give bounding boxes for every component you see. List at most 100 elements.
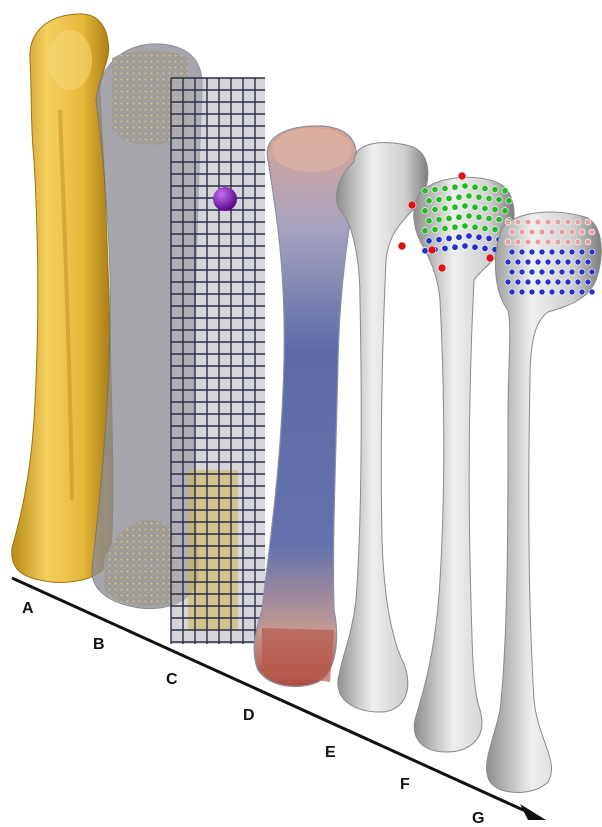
landmark-point [436, 216, 442, 222]
landmark-point [496, 216, 502, 222]
landmark-point [545, 259, 551, 265]
landmark-point [486, 215, 492, 221]
landmark-point [426, 198, 432, 204]
landmark-point [476, 194, 482, 200]
landmark-point [452, 224, 458, 230]
stage-label-a: A [22, 601, 34, 617]
landmark-point [432, 206, 438, 212]
landmark-point [476, 234, 482, 240]
landmark-point [539, 229, 545, 235]
landmark-point-red [398, 242, 406, 250]
bone-c-voxel-grid [171, 78, 265, 644]
landmark-point [486, 195, 492, 201]
landmark-point [432, 226, 438, 232]
landmark-point [442, 245, 448, 251]
bone-e-surface [336, 143, 427, 712]
landmark-point [452, 204, 458, 210]
landmark-point [535, 219, 541, 225]
landmark-point [492, 206, 498, 212]
landmark-point [589, 249, 595, 255]
landmark-point [565, 279, 571, 285]
landmark-point [515, 279, 521, 285]
stage-label-f: F [400, 777, 410, 793]
landmark-point [482, 185, 488, 191]
landmark-point [456, 214, 462, 220]
landmark-point [569, 269, 575, 275]
landmark-point [422, 188, 428, 194]
landmark-point [549, 249, 555, 255]
landmark-point [446, 195, 452, 201]
landmark-point [505, 259, 511, 265]
landmark-point [436, 236, 442, 242]
landmark-point [579, 229, 585, 235]
landmark-point [575, 239, 581, 245]
landmark-point [502, 188, 508, 194]
landmark-point [589, 289, 595, 295]
landmark-point [575, 219, 581, 225]
landmark-point [569, 289, 575, 295]
landmark-point [462, 183, 468, 189]
landmark-point [486, 235, 492, 241]
landmark-point [509, 249, 515, 255]
landmark-point [505, 219, 511, 225]
landmark-point [422, 228, 428, 234]
landmark-point [555, 219, 561, 225]
landmark-point [529, 249, 535, 255]
landmark-point [496, 196, 502, 202]
landmark-point [525, 279, 531, 285]
landmark-point [529, 269, 535, 275]
landmark-point [462, 243, 468, 249]
landmark-point [555, 259, 561, 265]
stage-label-d: D [243, 708, 255, 724]
landmark-point [482, 205, 488, 211]
stage-label-b: B [93, 637, 105, 653]
landmark-point [559, 289, 565, 295]
landmark-point [446, 215, 452, 221]
landmark-point [422, 248, 428, 254]
landmark-point [506, 198, 512, 204]
landmark-point [585, 279, 591, 285]
landmark-point [442, 205, 448, 211]
landmark-point [539, 269, 545, 275]
landmark-point [505, 279, 511, 285]
landmark-point [569, 249, 575, 255]
landmark-point [472, 204, 478, 210]
landmark-point [466, 193, 472, 199]
landmark-point [456, 234, 462, 240]
landmark-point [482, 245, 488, 251]
landmark-point [529, 289, 535, 295]
landmark-point [579, 289, 585, 295]
landmark-point [452, 244, 458, 250]
landmark-point [519, 229, 525, 235]
landmark-point [559, 269, 565, 275]
landmark-point [456, 194, 462, 200]
landmark-point [575, 279, 581, 285]
landmark-point [539, 289, 545, 295]
landmark-point [472, 244, 478, 250]
landmark-point [462, 203, 468, 209]
landmark-point [539, 249, 545, 255]
landmark-point [555, 279, 561, 285]
landmark-point [432, 186, 438, 192]
landmark-point [579, 249, 585, 255]
landmark-point [426, 238, 432, 244]
landmark-point [585, 259, 591, 265]
landmark-point [529, 229, 535, 235]
sphere-marker [213, 187, 237, 211]
landmark-point [509, 269, 515, 275]
landmark-point [502, 208, 508, 214]
landmark-point-red [438, 264, 446, 272]
landmark-point [549, 269, 555, 275]
landmark-point [519, 249, 525, 255]
landmark-point-red [408, 201, 416, 209]
landmark-point [519, 269, 525, 275]
landmark-point [559, 229, 565, 235]
landmark-point [545, 219, 551, 225]
landmark-point [442, 225, 448, 231]
landmark-point [525, 219, 531, 225]
landmark-point [555, 239, 561, 245]
landmark-point [585, 239, 591, 245]
landmark-point [492, 186, 498, 192]
landmark-point [482, 225, 488, 231]
